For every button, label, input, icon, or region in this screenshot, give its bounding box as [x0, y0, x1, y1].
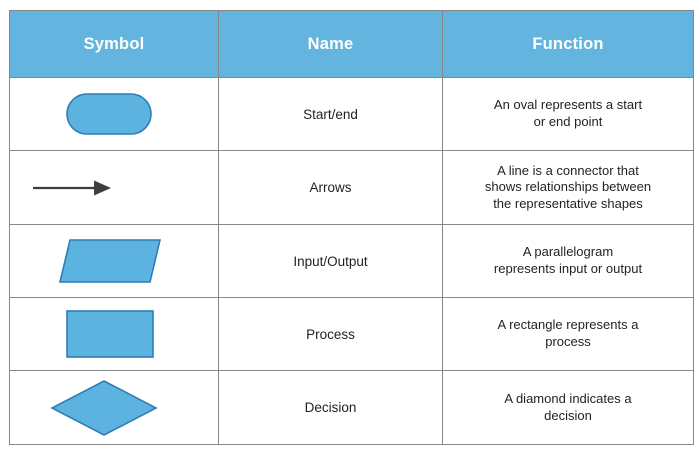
function-line: A diamond indicates a — [504, 390, 632, 406]
function-cell: A line is a connector that shows relatio… — [442, 150, 694, 225]
decision-shape-icon — [50, 379, 158, 436]
shape-container — [10, 225, 218, 297]
function-line: or end point — [533, 114, 603, 129]
table-row: Decision A diamond indicates a decision — [9, 370, 694, 445]
shape-container — [10, 298, 218, 370]
function-line: A parallelogram — [522, 244, 614, 260]
shape-container — [10, 78, 218, 150]
shape-container — [10, 371, 218, 444]
name-cell: Process — [218, 297, 443, 371]
function-cell: An oval represents a start or end point — [442, 77, 694, 151]
process-shape-icon — [66, 310, 154, 358]
name-cell: Decision — [218, 370, 443, 445]
function-line: decision — [544, 407, 592, 423]
symbol-cell-decision — [9, 370, 219, 445]
function-cell: A rectangle represents a process — [442, 297, 694, 371]
table-row: Start/end An oval represents a start or … — [9, 77, 694, 151]
symbol-cell-process — [9, 297, 219, 371]
function-cell: A parallelogram represents input or outp… — [442, 224, 694, 298]
function-line: An oval represents a start — [493, 97, 643, 113]
name-cell: Arrows — [218, 150, 443, 225]
function-line: shows relationships between — [484, 179, 652, 195]
function-line: A rectangle represents a — [497, 317, 639, 333]
function-cell: A diamond indicates a decision — [442, 370, 694, 445]
table-row: Process A rectangle represents a process — [9, 297, 694, 371]
symbol-cell-input-output — [9, 224, 219, 298]
function-line: represents input or output — [493, 261, 643, 276]
start-end-shape-icon — [66, 93, 152, 135]
shape-container — [10, 151, 218, 224]
function-line: process — [545, 334, 591, 349]
column-header-symbol: Symbol — [9, 10, 219, 78]
input-output-shape-icon — [58, 239, 162, 283]
table-header-row: Symbol Name Function — [9, 10, 694, 78]
table-row: Arrows A line is a connector that shows … — [9, 150, 694, 225]
arrow-shape-icon — [32, 178, 112, 198]
column-header-name: Name — [218, 10, 443, 78]
name-cell: Input/Output — [218, 224, 443, 298]
table-body: Start/end An oval represents a start or … — [9, 77, 694, 445]
table-row: Input/Output A parallelogram represents … — [9, 224, 694, 298]
column-header-function: Function — [442, 10, 694, 78]
flowchart-symbol-legend-table: Symbol Name Function Start/end — [9, 10, 694, 445]
function-line: the representative shapes — [493, 195, 643, 211]
name-cell: Start/end — [218, 77, 443, 151]
function-line: A line is a connector that — [497, 162, 639, 178]
symbol-cell-start-end — [9, 77, 219, 151]
symbol-cell-arrows — [9, 150, 219, 225]
table-header: Symbol Name Function — [9, 10, 694, 78]
